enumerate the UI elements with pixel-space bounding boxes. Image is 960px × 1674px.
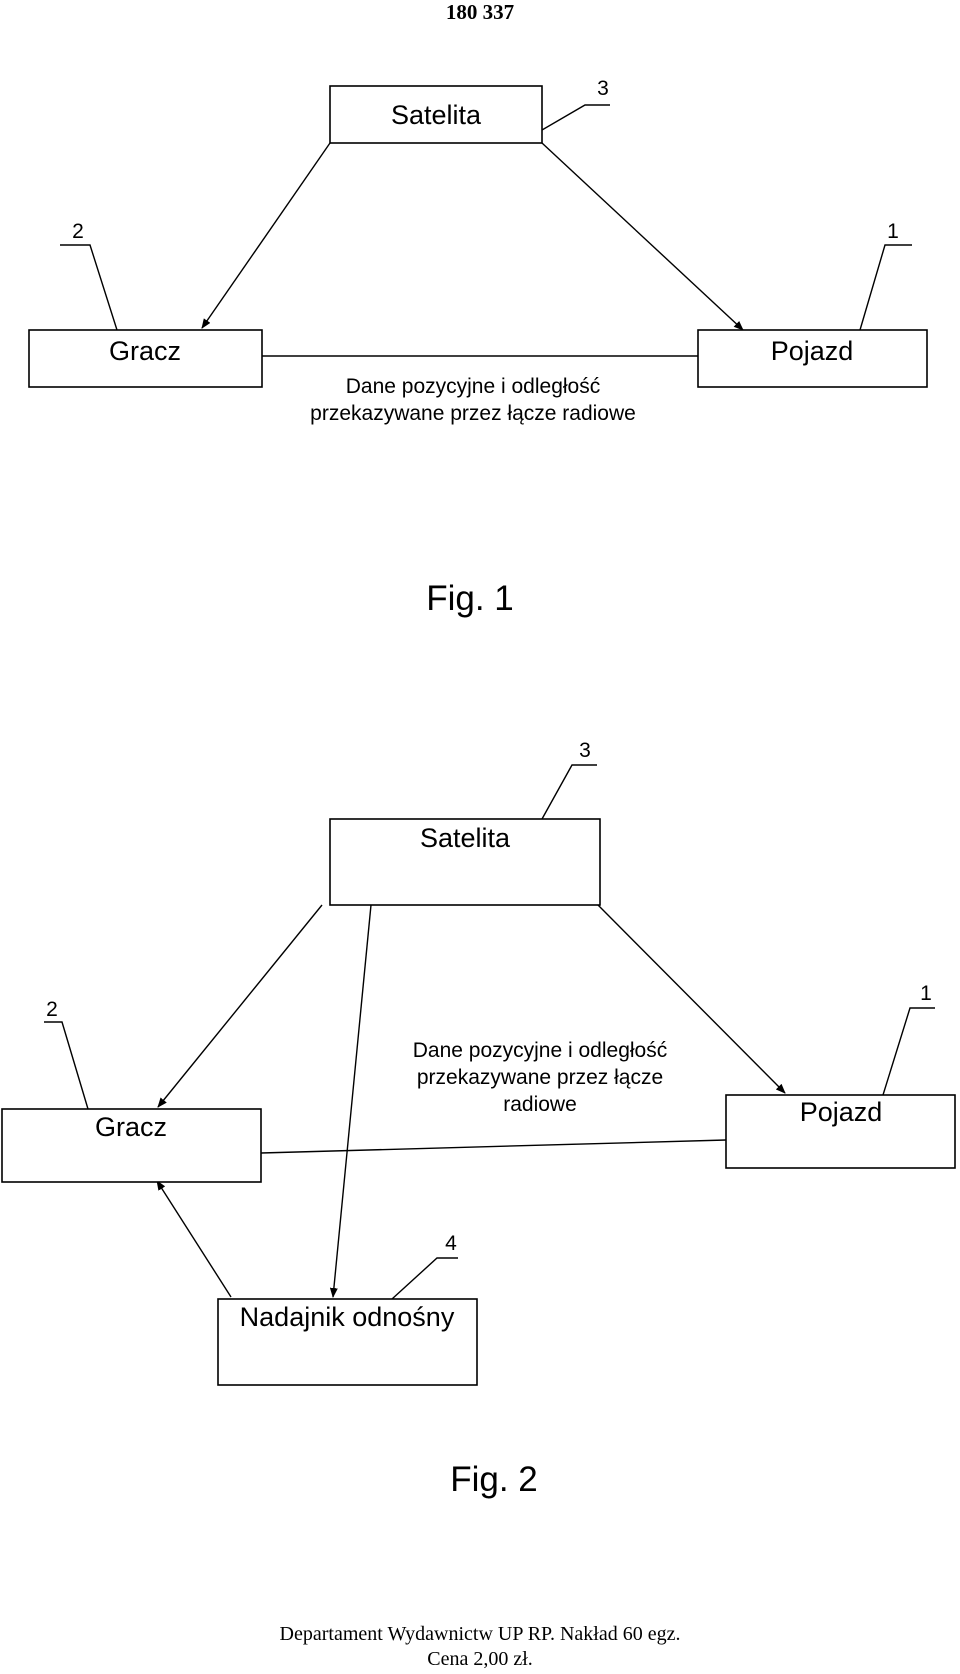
fig2-ref-player: 2 <box>46 998 58 1021</box>
fig1-link-text-line2: przekazywane przez łącze radiowe <box>310 402 636 425</box>
fig1-player-box <box>28 329 263 388</box>
figure-2: Satelita Gracz Pojazd Nadajnik odnośny 3… <box>1 739 956 1499</box>
fig2-player-box <box>1 1108 262 1183</box>
fig1-ref-vehicle: 1 <box>887 220 899 243</box>
fig2-arrow-transmitter-to-player <box>156 1180 232 1298</box>
fig2-satellite-label: Satelita <box>420 823 511 853</box>
fig2-vehicle-box <box>725 1094 956 1169</box>
fig2-link-text-line1: Dane pozycyjne i odległość <box>413 1039 667 1062</box>
fig2-ref-leader-vehicle <box>882 1007 935 1096</box>
fig1-arrow-satellite-to-player <box>201 142 331 329</box>
fig1-caption: Fig. 1 <box>426 579 514 618</box>
fig1-ref-player: 2 <box>72 220 84 243</box>
fig2-ref-leader-player <box>44 1021 89 1110</box>
fig1-vehicle-box <box>697 329 928 388</box>
fig2-link-text-line2: przekazywane przez łącze <box>417 1066 663 1089</box>
fig2-radio-link-line <box>260 1139 727 1154</box>
fig1-ref-leader-satellite <box>541 104 610 131</box>
fig1-ref-leader-player <box>60 244 118 331</box>
fig2-ref-satellite: 3 <box>579 739 591 762</box>
fig2-vehicle-label: Pojazd <box>800 1097 883 1127</box>
footer-price: Cena 2,00 zł. <box>427 1648 533 1670</box>
fig2-player-label: Gracz <box>95 1112 167 1142</box>
fig1-link-text-line1: Dane pozycyjne i odległość <box>346 375 600 398</box>
fig2-arrow-satellite-to-player <box>157 904 323 1108</box>
figure-1: Satelita Gracz Pojazd 3 2 1 Dane pozycyj… <box>28 77 928 618</box>
fig1-satellite-box <box>329 85 543 144</box>
fig2-caption: Fig. 2 <box>450 1460 538 1499</box>
page-number: 180 337 <box>445 0 515 24</box>
fig2-arrow-satellite-to-transmitter <box>329 904 372 1298</box>
fig1-arrow-satellite-to-vehicle <box>541 142 744 331</box>
fig2-transmitter-box <box>217 1298 478 1386</box>
fig2-link-text-line3: radiowe <box>503 1093 577 1116</box>
fig1-player-label: Gracz <box>109 336 181 366</box>
fig2-arrow-satellite-to-vehicle <box>597 904 786 1094</box>
fig2-ref-leader-transmitter <box>391 1257 458 1300</box>
fig2-ref-transmitter: 4 <box>445 1232 457 1255</box>
footer-publisher: Departament Wydawnictw UP RP. Nakład 60 … <box>279 1623 681 1645</box>
fig1-vehicle-label: Pojazd <box>771 336 854 366</box>
fig2-transmitter-label: Nadajnik odnośny <box>240 1302 455 1332</box>
fig1-ref-leader-vehicle <box>859 244 912 331</box>
fig1-satellite-label: Satelita <box>391 100 482 130</box>
fig2-satellite-box <box>329 818 601 906</box>
fig2-ref-leader-satellite <box>541 764 597 820</box>
fig2-ref-vehicle: 1 <box>920 982 932 1005</box>
fig1-ref-satellite: 3 <box>597 77 609 100</box>
